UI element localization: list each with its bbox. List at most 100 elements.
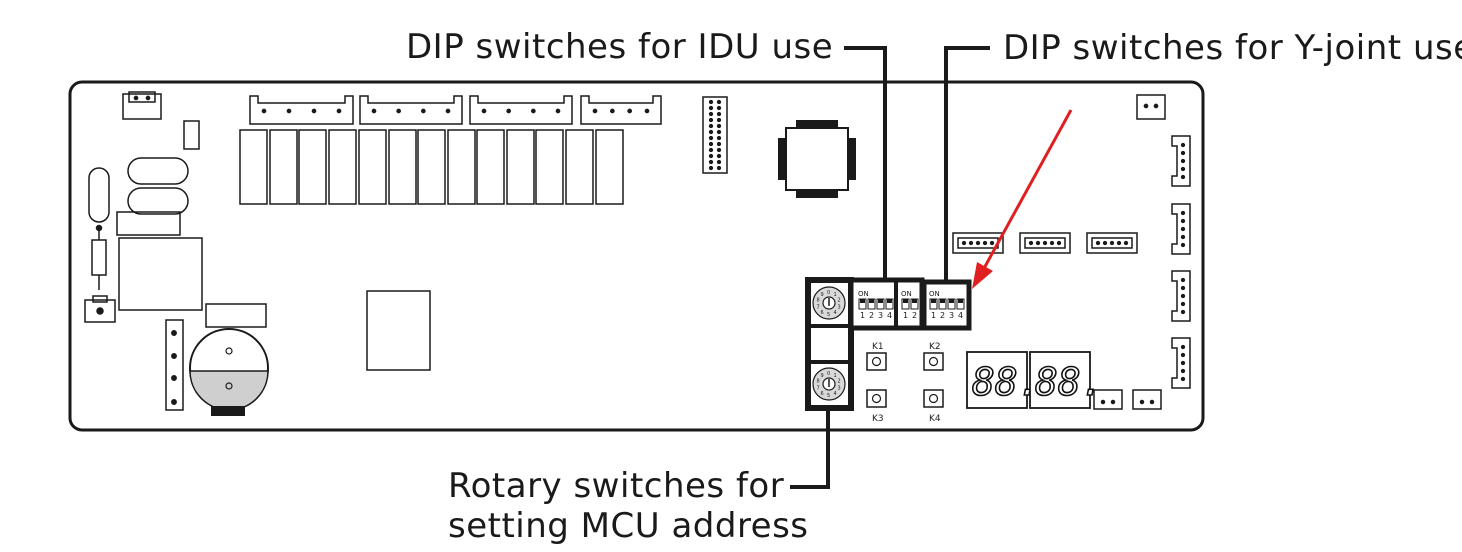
connector-pin bbox=[311, 108, 317, 114]
connector-pin bbox=[1042, 240, 1048, 246]
small-connector-top-right bbox=[1136, 94, 1166, 120]
connector-pin bbox=[1028, 240, 1034, 246]
connector-pin bbox=[1180, 301, 1186, 307]
side-connector bbox=[1171, 203, 1191, 255]
rotary-dial-digit: 2 bbox=[837, 379, 840, 385]
mid-connector-inner bbox=[1091, 237, 1133, 249]
header-pin bbox=[716, 153, 722, 159]
key-k4-label: K4 bbox=[929, 414, 941, 424]
relay-row bbox=[239, 129, 624, 205]
dip-toggle-lever bbox=[940, 299, 945, 303]
header-pin bbox=[716, 105, 722, 111]
connector-pin bbox=[1180, 174, 1186, 180]
connector-pin bbox=[1180, 352, 1186, 358]
dip-number: 1 bbox=[860, 311, 865, 320]
dip-on-label: ON bbox=[901, 290, 912, 298]
header-pin bbox=[708, 117, 714, 123]
header-pin bbox=[716, 99, 722, 105]
rotary-dial-digit: 0 bbox=[827, 290, 830, 296]
red-arrow bbox=[972, 109, 1073, 289]
header-pin bbox=[708, 105, 714, 111]
connector-pin bbox=[1035, 240, 1041, 246]
capacitors-oval bbox=[88, 157, 189, 223]
connector-pin bbox=[1180, 360, 1186, 366]
side-connector bbox=[1171, 135, 1191, 187]
right-vertical-connectors bbox=[1171, 135, 1191, 389]
header-pin bbox=[708, 135, 714, 141]
rotary-dial-digit: 9 bbox=[821, 373, 824, 379]
connector-pin bbox=[627, 108, 633, 114]
connector-pin bbox=[286, 108, 292, 114]
dip-toggle-lever bbox=[958, 299, 963, 303]
connector-pin bbox=[261, 108, 267, 114]
connector-pin bbox=[1180, 293, 1186, 299]
rotary-dial-digit: 7 bbox=[817, 385, 820, 391]
dip-toggle-lever bbox=[860, 299, 865, 303]
ic-component bbox=[205, 303, 267, 328]
rotary-dial-digit: 9 bbox=[821, 292, 824, 298]
relay bbox=[506, 129, 535, 205]
header-pin bbox=[708, 165, 714, 171]
relay bbox=[535, 129, 564, 205]
top-connector bbox=[469, 95, 573, 125]
connector-pin bbox=[1180, 226, 1186, 232]
dip-toggle-lever bbox=[869, 299, 874, 303]
relay bbox=[388, 129, 417, 205]
connector-pin bbox=[420, 108, 426, 114]
rotary-dial-digit: 1 bbox=[833, 373, 836, 379]
dip-toggle-lever bbox=[949, 299, 954, 303]
header-pin bbox=[716, 117, 722, 123]
connector-pin bbox=[1180, 344, 1186, 350]
dip-number: 3 bbox=[949, 311, 954, 320]
rotary-dial-digit: 5 bbox=[827, 312, 830, 318]
connector-pin bbox=[1180, 277, 1186, 283]
connector-pin bbox=[506, 108, 512, 114]
connector-pin bbox=[968, 240, 974, 246]
callout-rotary-line1: Rotary switches for bbox=[448, 466, 784, 506]
display-right-digits: 88. bbox=[1035, 360, 1104, 404]
header-pin bbox=[716, 141, 722, 147]
callout-yjoint-dip: DIP switches for Y-joint use bbox=[1003, 28, 1462, 68]
mid-connector bbox=[1019, 232, 1071, 254]
header-pin bbox=[708, 99, 714, 105]
dip-number: 1 bbox=[903, 311, 908, 320]
relay bbox=[298, 129, 327, 205]
key-k1-label: K1 bbox=[872, 342, 884, 352]
relay bbox=[328, 129, 357, 205]
header-pin bbox=[708, 129, 714, 135]
connector-pin bbox=[555, 108, 561, 114]
header-pin bbox=[716, 111, 722, 117]
relay bbox=[476, 129, 505, 205]
connector-pin bbox=[989, 240, 995, 246]
header-pin bbox=[708, 159, 714, 165]
relay bbox=[595, 129, 624, 205]
header-pin bbox=[708, 141, 714, 147]
relay bbox=[447, 129, 476, 205]
dip-number: 4 bbox=[958, 311, 963, 320]
terminal-lug bbox=[84, 295, 116, 323]
dip-number: 1 bbox=[931, 311, 936, 320]
connector-pin bbox=[1180, 234, 1186, 240]
dip-number: 4 bbox=[887, 311, 892, 320]
rotary-dial-digit: 8 bbox=[817, 379, 820, 385]
callout-idu-dip: DIP switches for IDU use bbox=[406, 27, 833, 67]
key-k4: K4 bbox=[923, 389, 944, 424]
display-right: 88. bbox=[1029, 351, 1104, 409]
rotary-dial-digit: 5 bbox=[827, 393, 830, 399]
callout-line-yjoint bbox=[944, 46, 990, 284]
mid-connector-inner bbox=[1024, 237, 1066, 249]
connector-pin bbox=[1180, 150, 1186, 156]
connector-pin bbox=[1180, 166, 1186, 172]
rotary-dial-digit: 6 bbox=[821, 391, 824, 397]
connector-pin bbox=[336, 108, 342, 114]
callout-line-rotary bbox=[790, 408, 830, 489]
dip-number: 3 bbox=[878, 311, 883, 320]
dip-number: 2 bbox=[869, 311, 874, 320]
power-connector-top-left bbox=[122, 91, 162, 120]
dip-toggle-lever bbox=[903, 299, 908, 303]
header-pin bbox=[708, 153, 714, 159]
